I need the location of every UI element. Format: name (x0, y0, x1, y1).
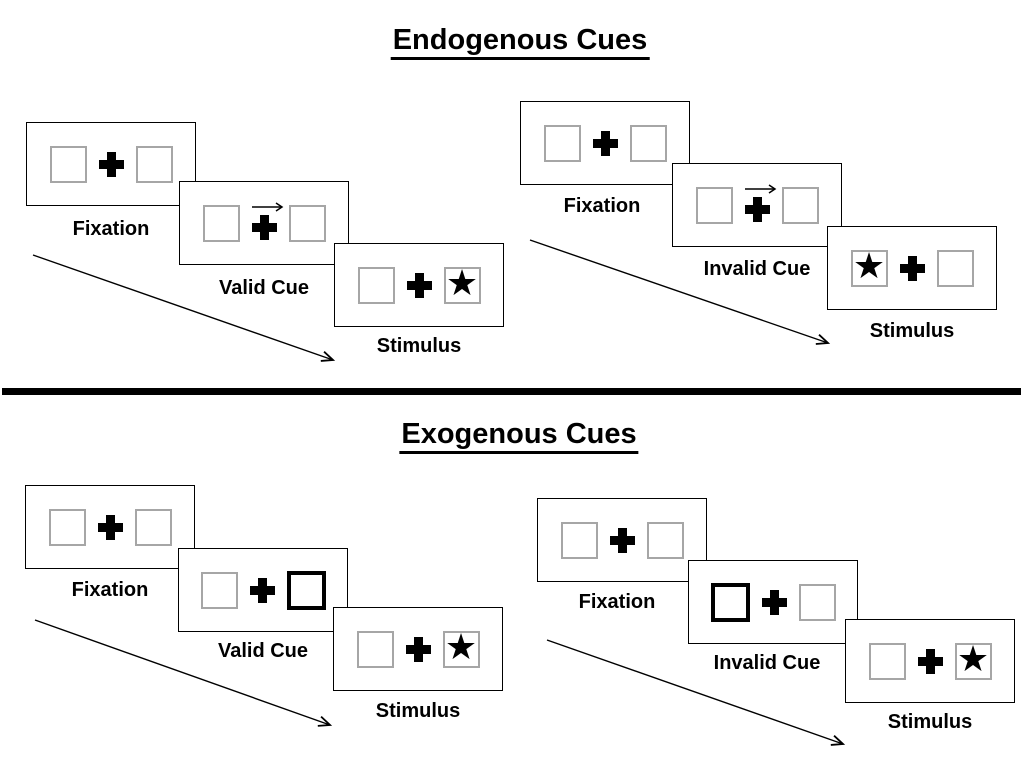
panel-label-stimulus: Stimulus (375, 700, 461, 722)
placeholder-box-left (48, 508, 86, 546)
sequence-arrow-endogenous-valid (32, 254, 336, 362)
panel-label-invalid-cue: Invalid Cue (703, 258, 811, 280)
panel-label-stimulus: Stimulus (376, 335, 462, 357)
fixation-cross-icon (761, 589, 787, 615)
placeholder-box-left (560, 521, 598, 559)
sequence-arrow-exogenous-valid (34, 619, 333, 727)
cue-box-bold-right (286, 570, 326, 610)
fixation-cross-icon (609, 527, 635, 553)
placeholder-box-right (798, 583, 836, 621)
stimulus-panel: ★ (845, 619, 1015, 703)
placeholder-box-left (356, 630, 394, 668)
right-arrow-icon (251, 201, 283, 212)
right-arrow-icon (744, 183, 776, 194)
fixation-cross-icon (98, 151, 124, 177)
placeholder-box-right (936, 249, 974, 287)
stimulus-panel: ★ (827, 226, 997, 310)
star-icon: ★ (445, 262, 479, 304)
invalid-cue-panel (672, 163, 842, 247)
placeholder-box-right (135, 145, 173, 183)
fixation-cross-icon (744, 196, 770, 222)
placeholder-box-right (629, 124, 667, 162)
section-title-endogenous: Endogenous Cues (390, 26, 650, 60)
cue-box-bold-left (710, 582, 750, 622)
placeholder-box-left (543, 124, 581, 162)
target-box-left: ★ (850, 245, 888, 287)
invalid-cue-panel (688, 560, 858, 644)
fixation-panel (25, 485, 195, 569)
valid-cue-panel (179, 181, 349, 265)
section-title-exogenous: Exogenous Cues (399, 420, 639, 454)
central-cue (744, 183, 776, 222)
stimulus-panel: ★ (334, 243, 504, 327)
fixation-panel (26, 122, 196, 206)
panel-label-invalid-cue: Invalid Cue (713, 652, 821, 674)
target-box-right: ★ (443, 262, 481, 304)
star-icon: ★ (956, 638, 990, 680)
star-icon: ★ (852, 245, 886, 287)
fixation-cross-icon (592, 130, 618, 156)
placeholder-box-right (781, 186, 819, 224)
fixation-cross-icon (406, 272, 432, 298)
panel-label-fixation: Fixation (578, 591, 656, 613)
panel-label-fixation: Fixation (72, 218, 150, 240)
fixation-cross-icon (899, 255, 925, 281)
sequence-arrow-exogenous-invalid (546, 639, 846, 746)
fixation-cross-icon (405, 636, 431, 662)
placeholder-box-right (646, 521, 684, 559)
target-box-right: ★ (954, 638, 992, 680)
fixation-cross-icon (97, 514, 123, 540)
placeholder-box-left (49, 145, 87, 183)
panel-label-valid-cue: Valid Cue (217, 640, 309, 662)
panel-label-valid-cue: Valid Cue (218, 277, 310, 299)
fixation-cross-icon (917, 648, 943, 674)
placeholder-box-left (695, 186, 733, 224)
panel-label-fixation: Fixation (563, 195, 641, 217)
placeholder-box-left (200, 571, 238, 609)
fixation-panel (537, 498, 707, 582)
star-icon: ★ (444, 626, 478, 668)
sequence-arrow-endogenous-invalid (529, 239, 831, 345)
section-divider (2, 388, 1021, 395)
valid-cue-panel (178, 548, 348, 632)
target-box-right: ★ (442, 626, 480, 668)
placeholder-box-left (868, 642, 906, 680)
placeholder-box-right (134, 508, 172, 546)
panel-label-fixation: Fixation (71, 579, 149, 601)
panel-label-stimulus: Stimulus (869, 320, 955, 342)
placeholder-box-left (202, 204, 240, 242)
fixation-panel (520, 101, 690, 185)
stimulus-panel: ★ (333, 607, 503, 691)
panel-label-stimulus: Stimulus (887, 711, 973, 733)
fixation-cross-icon (251, 214, 277, 240)
placeholder-box-right (288, 204, 326, 242)
central-cue (251, 201, 283, 240)
placeholder-box-left (357, 266, 395, 304)
fixation-cross-icon (249, 577, 275, 603)
